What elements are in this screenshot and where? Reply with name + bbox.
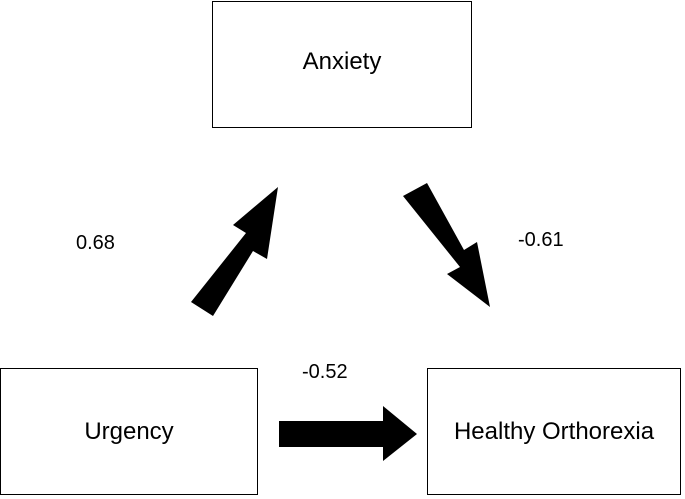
- anxiety-label: Anxiety: [302, 48, 382, 75]
- coefficient-urgency-anxiety: 0.68: [76, 232, 115, 254]
- anxiety-box: Anxiety: [212, 1, 472, 128]
- coefficient-anxiety-healthy-orthorexia: -0.61: [518, 229, 564, 251]
- healthy-orthorexia-box: Healthy Orthorexia: [427, 368, 681, 495]
- coefficient-urgency-healthy-orthorexia: -0.52: [302, 361, 348, 383]
- healthy-orthorexia-label: Healthy Orthorexia: [453, 417, 655, 445]
- arrow-anxiety-to-healthy-orthorexia: [403, 183, 490, 307]
- arrow-urgency-to-healthy-orthorexia: [279, 406, 417, 461]
- arrow-urgency-to-anxiety: [191, 187, 278, 316]
- urgency-label: Urgency: [84, 417, 174, 445]
- urgency-box: Urgency: [0, 368, 258, 495]
